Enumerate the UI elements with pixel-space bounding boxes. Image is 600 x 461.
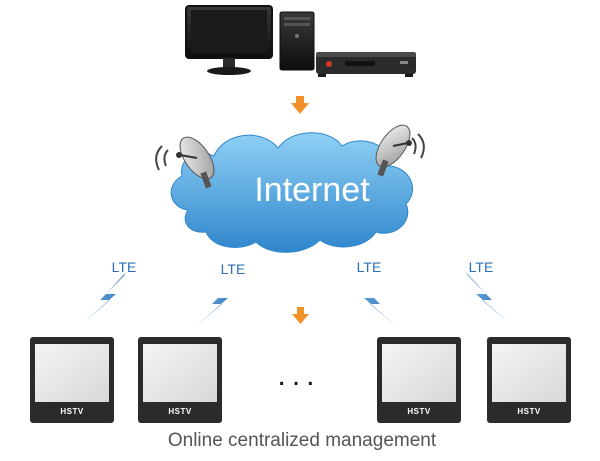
digital-signage-icon: HSTV [487, 337, 571, 423]
device-brand: HSTV [407, 407, 431, 416]
digital-signage-icon: HSTV [30, 337, 114, 423]
wireless-lightning-icon [84, 272, 126, 322]
link-label: LTE [221, 261, 246, 277]
cloud-label: Internet [254, 171, 370, 209]
device-brand: HSTV [168, 407, 192, 416]
link-label: LTE [357, 259, 382, 275]
wireless-lightning-icon [352, 276, 396, 326]
device-brand: HSTV [60, 407, 84, 416]
media-box-icon [316, 52, 416, 77]
internet-cloud: Internet [170, 132, 414, 253]
diagram-caption: Online centralized management [168, 430, 437, 451]
digital-signage-icon: HSTV [377, 337, 461, 423]
down-arrow-icon [291, 96, 309, 114]
satellite-dish-icon [375, 124, 425, 177]
ellipsis: ... [277, 359, 320, 392]
device-brand: HSTV [517, 407, 541, 416]
link-label: LTE [469, 259, 494, 275]
wireless-lightning-icon [196, 276, 240, 326]
digital-signage-icon: HSTV [138, 337, 222, 423]
down-arrow-icon [292, 307, 309, 324]
wireless-lightning-icon [466, 272, 508, 322]
desktop-computer-icon [185, 5, 315, 75]
satellite-dish-icon [155, 136, 215, 189]
link-label: LTE [112, 259, 137, 275]
